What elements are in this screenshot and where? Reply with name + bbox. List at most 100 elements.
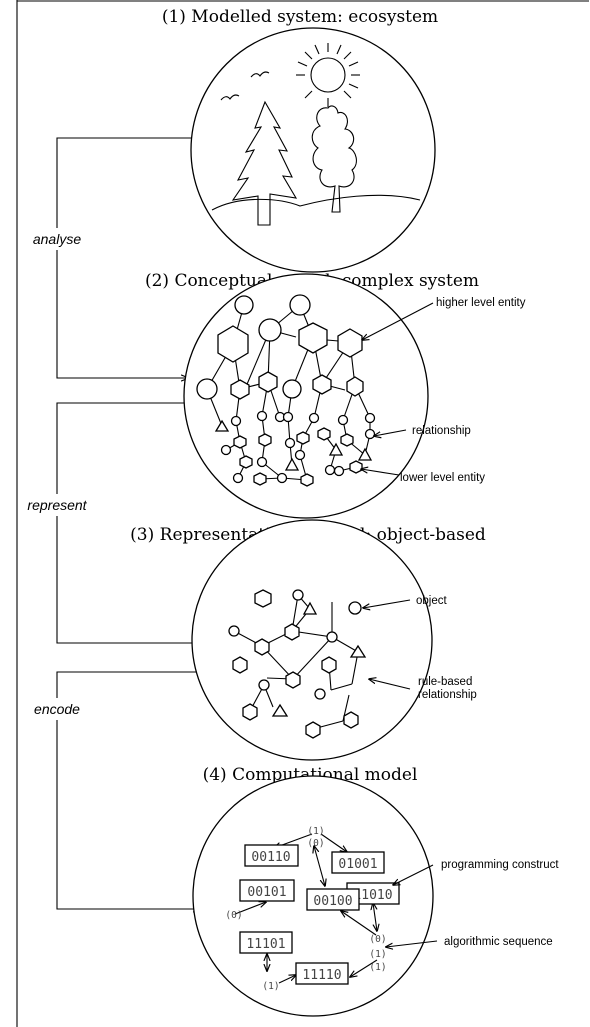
lower-level-entity <box>239 455 253 469</box>
lower-level-entity <box>300 473 314 487</box>
svg-text:11110: 11110 <box>302 968 341 983</box>
lower-level-entity <box>284 457 300 471</box>
higher-level-entity <box>234 295 254 315</box>
lower-level-entity <box>284 437 296 449</box>
programming-construct: 11101 <box>239 931 293 954</box>
lower-level-entity <box>317 427 331 441</box>
relationship-pointer <box>374 429 407 436</box>
pine-tree-icon <box>231 100 298 226</box>
programming-construct: 00101 <box>239 879 295 902</box>
object-node <box>254 589 272 608</box>
higher-level-entity <box>298 322 328 354</box>
object-node <box>343 711 359 729</box>
object-node <box>285 671 301 689</box>
object-node <box>228 625 240 637</box>
lower-level-entity-pointer <box>361 469 400 476</box>
programming-construct: 11110 <box>295 962 349 985</box>
bit-label: (1) <box>369 962 386 973</box>
higher-level-entity <box>337 328 363 358</box>
lower-level-entity <box>296 431 310 445</box>
svg-text:00101: 00101 <box>247 885 286 900</box>
object-node <box>232 656 248 674</box>
object-node <box>349 644 367 658</box>
bit-label: (0) <box>225 910 242 921</box>
higher-level-entity <box>346 376 364 397</box>
svg-text:11010: 11010 <box>353 888 392 903</box>
lower-level-entity <box>328 442 344 456</box>
relationship-label: relationship <box>412 425 471 437</box>
lower-level-entity <box>230 415 242 427</box>
programming-construct: 11010 <box>346 882 400 905</box>
encode-label: encode <box>34 701 80 717</box>
analyse-connector: analyse <box>26 137 193 378</box>
analyse-label: analyse <box>33 231 81 247</box>
lower-level-entity <box>220 444 232 456</box>
programming-construct: 00100 <box>306 888 360 911</box>
bit-label: (0) <box>369 934 386 945</box>
bit-label: (1) <box>262 981 279 992</box>
programming-construct-pointer <box>393 864 434 885</box>
algorithmic-sequence-label: algorithmic sequence <box>444 936 553 948</box>
lower-level-entity-label: lower level entity <box>400 472 485 484</box>
object-node <box>254 638 270 656</box>
object-node <box>348 601 362 615</box>
lower-level-entity <box>364 428 376 440</box>
object-pointer <box>363 599 411 608</box>
object-node <box>321 656 337 674</box>
relationship-label-2: relationship <box>418 689 477 701</box>
lower-level-entity <box>357 447 373 461</box>
lower-level-entity <box>256 456 268 468</box>
sun-icon <box>296 43 360 107</box>
higher-level-entity <box>289 294 311 316</box>
higher-level-entity <box>258 318 282 342</box>
rule-based-relationship-pointer <box>369 679 411 690</box>
object-node <box>302 601 318 615</box>
lower-level-entity <box>232 472 244 484</box>
higher-level-entity-pointer <box>362 302 434 340</box>
object-node <box>292 589 304 601</box>
represent-label: represent <box>27 497 87 513</box>
higher-level-entity <box>217 325 249 363</box>
lower-level-entity <box>294 449 306 461</box>
deciduous-tree-icon <box>311 105 357 213</box>
higher-level-entity <box>312 374 332 395</box>
complex-system-circle <box>183 273 429 519</box>
represent-connector: represent <box>18 402 200 643</box>
programming-construct-label: programming construct <box>441 859 559 871</box>
panel-1-title: (1) Modelled system: ecosystem <box>162 7 438 27</box>
lower-level-entity <box>364 412 376 424</box>
svg-text:11101: 11101 <box>246 937 285 952</box>
svg-text:00100: 00100 <box>313 894 352 909</box>
lower-level-entity <box>308 412 320 424</box>
lower-level-entity <box>233 435 247 449</box>
higher-level-entity <box>258 371 278 393</box>
lower-level-entity <box>276 472 288 484</box>
svg-text:00110: 00110 <box>251 850 290 865</box>
ecosystem-circle <box>190 27 436 273</box>
bird-icon <box>220 94 240 101</box>
algorithmic-sequence-pointer <box>386 940 438 947</box>
lower-level-entity <box>258 433 272 447</box>
object-node <box>271 703 289 717</box>
encode-connector: encode <box>27 671 207 909</box>
ground-line <box>211 194 421 211</box>
higher-level-entity <box>196 378 218 400</box>
panel-4-title: (4) Computational model <box>203 765 418 785</box>
lower-level-entity <box>337 414 349 426</box>
lower-level-entity <box>333 465 345 477</box>
higher-level-entity <box>230 379 250 400</box>
lower-level-entity <box>340 433 354 447</box>
lower-level-entity <box>324 464 336 476</box>
rule-based-label: rule-based <box>418 676 472 688</box>
object-label: object <box>416 595 447 607</box>
object-based-circle <box>191 519 433 761</box>
bit-label: (1) <box>369 949 386 960</box>
object-node <box>258 679 270 691</box>
lower-level-entity <box>214 419 230 432</box>
object-node <box>314 688 326 700</box>
object-node <box>305 721 321 739</box>
object-node <box>284 623 300 641</box>
computational-circle: 00110 01001 00101 11010 00100 11101 1111… <box>192 775 434 1017</box>
higher-level-entity <box>282 379 302 399</box>
